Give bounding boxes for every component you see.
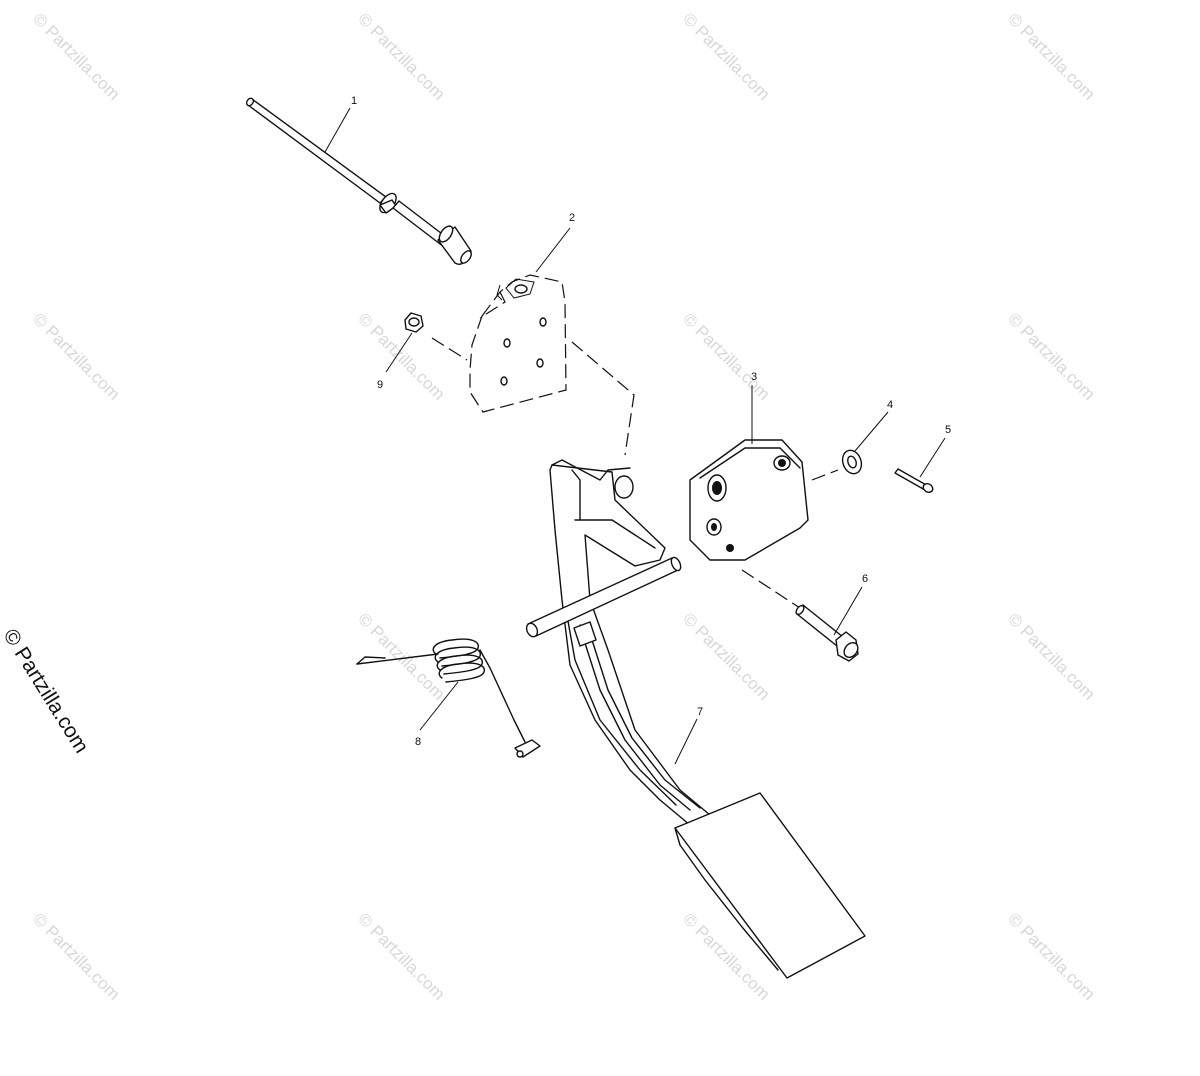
part-4-washer (841, 449, 863, 475)
callout-7: 7 (697, 706, 703, 718)
part-2-mounting-plate (469, 274, 567, 413)
watermark: © Partzilla.com (1004, 9, 1098, 103)
callout-2: 2 (569, 212, 575, 224)
callout-3: 3 (751, 371, 757, 383)
callout-9: 9 (377, 379, 383, 391)
watermark: © Partzilla.com (679, 9, 773, 103)
pedal-pad (674, 792, 866, 979)
watermark: © Partzilla.com (1004, 609, 1098, 703)
watermark: © Partzilla.com (354, 909, 448, 1003)
watermark: © Partzilla.com (29, 309, 123, 403)
leader-lines (324, 107, 946, 765)
part-8-spring (356, 638, 541, 758)
watermark: © Partzilla.com (679, 309, 773, 403)
part-3-pivot-block (689, 439, 809, 561)
watermark: © Partzilla.com (354, 9, 448, 103)
callout-8: 8 (415, 736, 421, 748)
part-9-nut (404, 312, 424, 333)
part-6-bolt (795, 604, 859, 662)
part-1-cable (245, 97, 472, 265)
watermark: © Partzilla.com (1004, 909, 1098, 1003)
callout-4: 4 (887, 399, 893, 411)
callout-1: 1 (351, 95, 357, 107)
pivot-shaft (525, 556, 682, 647)
part-7-pedal-arm (549, 459, 711, 826)
callout-5: 5 (945, 424, 951, 436)
watermark: © Partzilla.com (1004, 309, 1098, 403)
watermark: © Partzilla.com (29, 909, 123, 1003)
callout-labels: 1 2 3 4 5 6 7 8 9 (351, 95, 951, 748)
watermark: © Partzilla.com (29, 9, 123, 103)
part-5-cotter-pin (894, 468, 934, 493)
watermark: © Partzilla.com (354, 309, 448, 403)
watermark: © Partzilla.com (679, 609, 773, 703)
callout-6: 6 (862, 573, 868, 585)
assembly-lines (431, 337, 839, 609)
